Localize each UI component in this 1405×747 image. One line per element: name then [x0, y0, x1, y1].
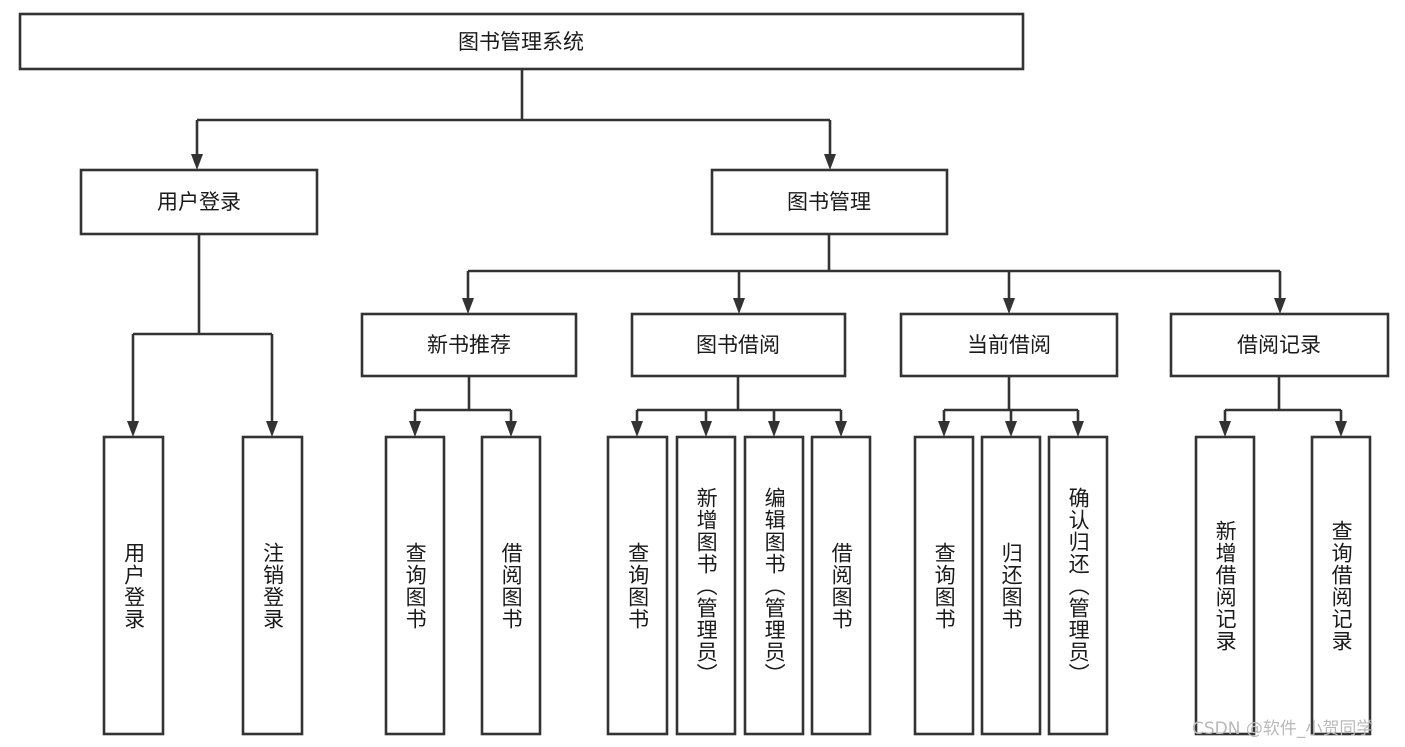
- arrowhead-borrow-record: [1274, 298, 1286, 314]
- arrowhead-leaf-borrow-book-1: [505, 421, 517, 437]
- node-leaf-logout[interactable]: [241, 435, 304, 736]
- arrowhead-leaf-confirm-return: [1072, 421, 1084, 437]
- node-borrow-record[interactable]: [1169, 312, 1390, 378]
- node-leaf-add-book[interactable]: [675, 435, 737, 736]
- node-book-manage-label: 图书管理: [787, 190, 871, 214]
- node-user-login[interactable]: [79, 168, 319, 236]
- node-book-borrow[interactable]: [630, 312, 847, 378]
- arrowhead-book-manage: [824, 154, 836, 170]
- node-layer: 图书管理系统 用户登录 图书管理 新书推荐 图书借阅 当前借阅 借阅记录: [18, 12, 1390, 736]
- node-book-borrow-label: 图书借阅: [696, 333, 780, 357]
- node-current-borrow-label: 当前借阅: [967, 333, 1051, 357]
- arrowhead-leaf-borrow-book-2: [835, 421, 847, 437]
- node-leaf-confirm-return[interactable]: [1047, 435, 1109, 736]
- arrowhead-leaf-edit-book: [768, 421, 780, 437]
- node-leaf-borrow-book-1[interactable]: [480, 435, 542, 736]
- node-leaf-user-login[interactable]: [102, 435, 165, 736]
- node-current-borrow[interactable]: [899, 312, 1119, 378]
- node-leaf-add-record[interactable]: [1194, 435, 1256, 736]
- node-root[interactable]: [18, 12, 1025, 71]
- node-leaf-query-book-3[interactable]: [913, 435, 975, 736]
- arrowhead-book-borrow: [733, 298, 745, 314]
- node-borrow-record-label: 借阅记录: [1237, 333, 1321, 357]
- arrowhead-leaf-return-book: [1005, 421, 1017, 437]
- arrowhead-leaf-query-book-3: [938, 421, 950, 437]
- node-leaf-borrow-book-2[interactable]: [810, 435, 872, 736]
- arrowhead-leaf-add-record: [1219, 421, 1231, 437]
- node-root-label: 图书管理系统: [458, 30, 584, 54]
- node-leaf-edit-book[interactable]: [743, 435, 805, 736]
- node-leaf-return-book[interactable]: [980, 435, 1042, 736]
- arrowhead-leaf-query-record: [1335, 421, 1347, 437]
- node-book-manage[interactable]: [710, 168, 949, 236]
- node-leaf-query-book-2[interactable]: [606, 435, 669, 736]
- arrowhead-leaf-logout: [266, 421, 278, 437]
- csdn-watermark: CSDN @软件_小贺同学: [1192, 719, 1374, 739]
- node-new-book-recommend[interactable]: [360, 312, 578, 378]
- node-user-login-label: 用户登录: [157, 190, 241, 214]
- arrowhead-leaf-query-book-2: [631, 421, 643, 437]
- node-leaf-query-record[interactable]: [1310, 435, 1372, 736]
- arrowhead-user-login: [191, 154, 203, 170]
- arrowhead-leaf-query-book-1: [409, 421, 421, 437]
- node-new-book-recommend-label: 新书推荐: [427, 333, 511, 357]
- arrowhead-leaf-user-login: [127, 421, 139, 437]
- node-leaf-query-book-1[interactable]: [384, 435, 446, 736]
- connector-layer: [127, 69, 1347, 437]
- arrowhead-new-book-recommend: [462, 298, 474, 314]
- arrowhead-current-borrow: [1003, 298, 1015, 314]
- arrowhead-leaf-add-book: [700, 421, 712, 437]
